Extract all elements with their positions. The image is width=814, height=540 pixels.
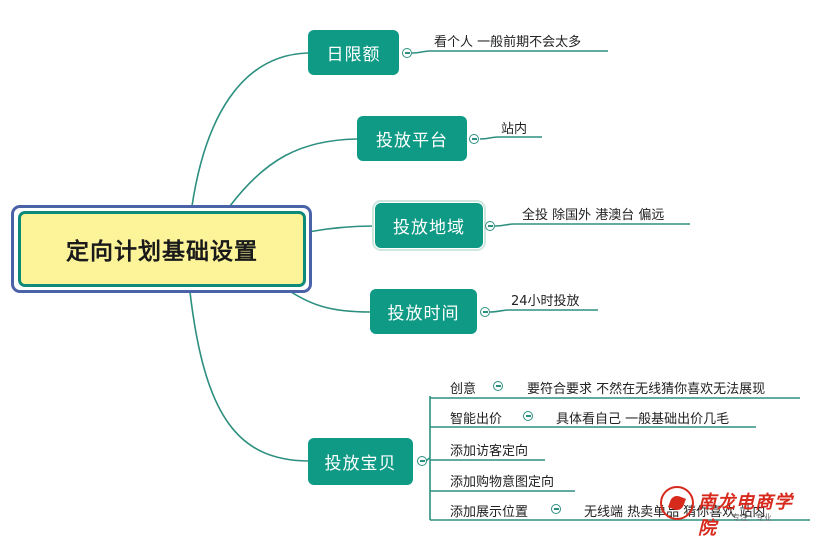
branch-platform-label: 投放平台 xyxy=(376,131,448,151)
collapse-smart-bid-icon[interactable] xyxy=(523,411,533,421)
root-topic[interactable]: 定向计划基础设置 xyxy=(18,211,306,287)
root-topic-label: 定向计划基础设置 xyxy=(66,239,258,265)
branch-daily-budget-label: 日限额 xyxy=(326,45,381,65)
branch-platform[interactable]: 投放平台 xyxy=(357,116,467,161)
link-root-region xyxy=(307,225,375,233)
collapse-time-icon[interactable] xyxy=(480,307,490,317)
link-region-detail xyxy=(494,223,690,227)
child-display-placement[interactable]: 添加展示位置 xyxy=(450,505,529,520)
link-root-platform xyxy=(229,138,358,207)
branch-time[interactable]: 投放时间 xyxy=(370,289,477,334)
collapse-display-placement-icon[interactable] xyxy=(551,504,561,514)
collapse-daily-budget-icon[interactable] xyxy=(402,48,412,58)
detail-smart-bid[interactable]: 具体看自己 一般基础出价几毛 xyxy=(556,412,730,427)
link-daily-budget-detail xyxy=(411,50,608,54)
link-root-daily-budget xyxy=(191,52,309,207)
link-time-detail xyxy=(489,309,598,313)
branch-region[interactable]: 投放地域 xyxy=(372,200,486,251)
branch-time-label: 投放时间 xyxy=(387,304,460,324)
logo-tagline: 专注 · 专业 xyxy=(732,513,772,522)
detail-time[interactable]: 24小时投放 xyxy=(511,294,580,309)
branch-item-label: 投放宝贝 xyxy=(324,454,397,474)
logo-emblem-icon xyxy=(660,486,694,520)
detail-platform[interactable]: 站内 xyxy=(501,122,528,137)
child-creative[interactable]: 创意 xyxy=(450,382,477,397)
collapse-creative-icon[interactable] xyxy=(493,381,503,391)
child-smart-bid[interactable]: 智能出价 xyxy=(450,412,503,427)
child-purchase-intent-targeting[interactable]: 添加购物意图定向 xyxy=(450,475,555,490)
branch-region-label: 投放地域 xyxy=(393,218,465,238)
branch-item[interactable]: 投放宝贝 xyxy=(308,438,413,485)
collapse-item-icon[interactable] xyxy=(417,456,427,466)
watermark-logo: 南龙电商学院 专注 · 专业 xyxy=(660,484,810,539)
collapse-platform-icon[interactable] xyxy=(469,134,479,144)
link-item-children-bracket xyxy=(423,396,575,521)
link-platform-detail xyxy=(479,136,542,140)
branch-daily-budget[interactable]: 日限额 xyxy=(308,30,399,75)
detail-creative[interactable]: 要符合要求 不然在无线猜你喜欢无法展现 xyxy=(527,382,766,397)
detail-region[interactable]: 全投 除国外 港澳台 偏远 xyxy=(522,208,665,223)
child-visitor-targeting[interactable]: 添加访客定向 xyxy=(450,444,529,459)
link-root-item xyxy=(189,291,309,462)
detail-daily-budget[interactable]: 看个人 一般前期不会太多 xyxy=(434,35,582,50)
collapse-region-icon[interactable] xyxy=(485,221,495,231)
